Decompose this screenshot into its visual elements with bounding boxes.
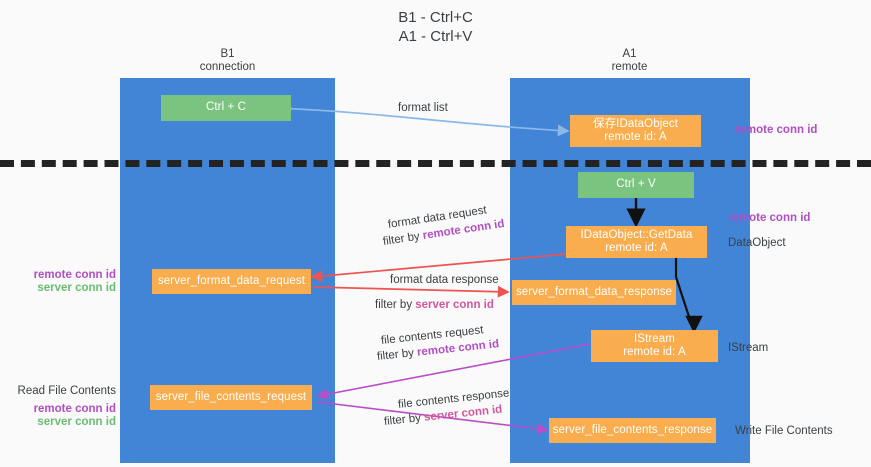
filter-by-text-4: filter by — [383, 411, 425, 428]
node-ctrl-c-label: Ctrl + C — [205, 101, 247, 114]
node-server-file-contents-request-label: server_file_contents_request — [155, 390, 307, 403]
filter-by-text-3: filter by — [376, 346, 418, 363]
column-header-a1: A1 remote — [557, 48, 702, 74]
annotation-remote-conn-id-left-2: remote conn id — [33, 403, 116, 415]
node-ctrl-v[interactable]: Ctrl + V — [578, 172, 694, 198]
annotation-remote-conn-id-top: remote conn id — [735, 124, 818, 136]
node-ctrl-v-label: Ctrl + V — [616, 178, 656, 191]
edge-label-format-data-response: format data response — [390, 274, 499, 286]
annotation-server-conn-id-left-1: server conn id — [37, 282, 116, 294]
annotation-remote-conn-id-left-1: remote conn id — [33, 269, 116, 281]
column-header-a1-name: A1 — [622, 48, 637, 60]
edge-label-format-data-response-filter: filter by server conn id — [375, 298, 494, 312]
column-header-b1-name: B1 — [220, 48, 235, 60]
node-save-idataobject[interactable]: 保存IDataObject remote id: A — [570, 115, 701, 147]
annotation-read-file-contents: Read File Contents — [17, 385, 116, 397]
node-server-file-contents-response[interactable]: server_file_contents_response — [549, 418, 716, 443]
node-server-format-data-response[interactable]: server_format_data_response — [512, 280, 676, 305]
annotation-remote-conn-id-mid: remote conn id — [728, 212, 811, 224]
edge-label-format-list: format list — [398, 102, 448, 114]
node-save-idataobject-line2: remote id: A — [604, 131, 667, 143]
node-server-file-contents-request[interactable]: server_file_contents_request — [150, 385, 312, 410]
annotation-dataobject: DataObject — [728, 237, 786, 249]
node-idataobject-getdata[interactable]: IDataObject::GetData remote id: A — [566, 226, 707, 258]
node-server-format-data-request-label: server_format_data_request — [157, 274, 306, 287]
column-header-b1: B1 connection — [155, 48, 300, 74]
node-server-format-data-request[interactable]: server_format_data_request — [152, 269, 311, 294]
page-title: B1 - Ctrl+C A1 - Ctrl+V — [398, 9, 473, 45]
server-conn-id-inline-1: server conn id — [415, 299, 494, 311]
annotation-write-file-contents: Write File Contents — [735, 425, 833, 437]
node-istream-line1: IStream — [634, 332, 675, 345]
section-divider — [0, 160, 871, 167]
filter-by-text-1: filter by — [382, 230, 424, 248]
filter-by-text-2: filter by — [375, 299, 416, 311]
arrow-format-data-response — [312, 285, 510, 298]
node-idataobject-getdata-line2: remote id: A — [605, 242, 668, 254]
node-istream-line2: remote id: A — [623, 346, 686, 358]
node-istream[interactable]: IStream remote id: A — [591, 330, 718, 362]
node-server-format-data-response-label: server_format_data_response — [515, 285, 673, 298]
column-header-a1-role: remote — [611, 61, 648, 73]
node-server-file-contents-response-label: server_file_contents_response — [552, 423, 713, 436]
column-header-b1-role: connection — [199, 61, 256, 73]
annotation-istream: IStream — [728, 342, 769, 354]
node-idataobject-getdata-line1: IDataObject::GetData — [580, 228, 693, 241]
annotation-server-conn-id-left-2: server conn id — [37, 416, 116, 428]
node-save-idataobject-line1: 保存IDataObject — [592, 117, 679, 130]
node-ctrl-c[interactable]: Ctrl + C — [161, 95, 291, 121]
